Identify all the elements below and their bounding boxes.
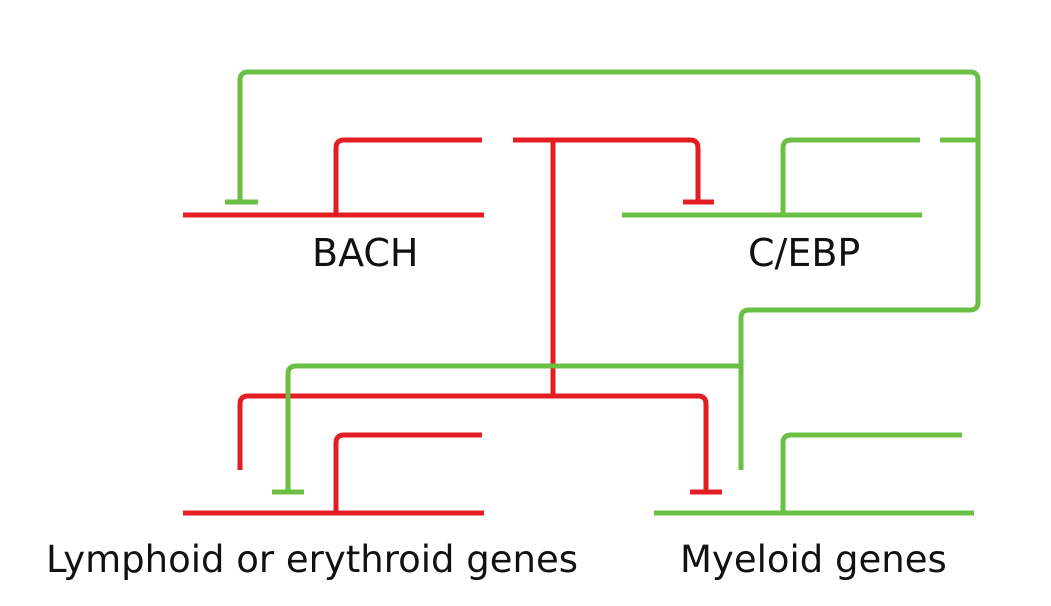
bach-promoter-arrow — [333, 137, 482, 215]
cebp-gene-label: C/EBP — [748, 231, 861, 275]
cebp-to-bach-repression — [237, 69, 981, 202]
cebp-promoter-arrow — [780, 137, 920, 215]
cebp-to-lymphoid-repression — [285, 363, 741, 492]
lymphoid-erythroid-genes-label: Lymphoid or erythroid genes — [46, 538, 579, 581]
bach-gene-label: BACH — [312, 231, 419, 275]
bach-to-lymphoid-activation — [237, 393, 553, 470]
cebp-down-connector — [738, 140, 981, 470]
cebp-to-myeloid-arrowhead — [727, 466, 755, 494]
lymphoid-promoter-arrow — [333, 432, 482, 513]
myeloid-genes-label: Myeloid genes — [680, 538, 947, 581]
bach-to-myeloid-repression — [553, 393, 709, 492]
myeloid-promoter-arrow — [780, 432, 962, 513]
bach-to-lymphoid-arrowhead-end — [226, 466, 254, 494]
bach-to-cebp-repression — [513, 137, 701, 202]
